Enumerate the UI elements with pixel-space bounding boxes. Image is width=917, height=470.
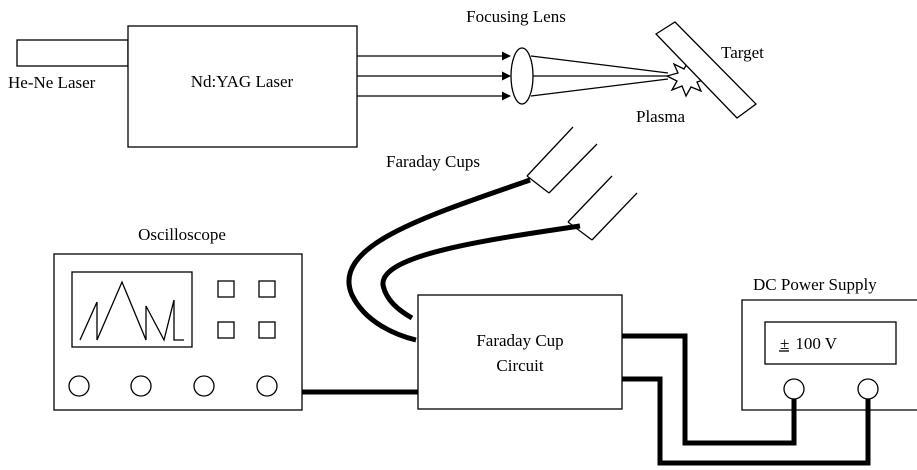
faraday-cup-upper [526, 126, 598, 194]
faraday-cup-cables [346, 177, 581, 343]
nd-yag-laser-label: Nd:YAG Laser [191, 72, 294, 91]
faraday-cups-label: Faraday Cups [386, 152, 480, 171]
faraday-cup-lower [567, 175, 638, 241]
power-cables [622, 333, 871, 466]
voltage-value: 100 V [795, 334, 837, 353]
dc-power-supply: DC Power Supply ±100 V [741, 275, 917, 411]
oscilloscope: Oscilloscope [53, 225, 303, 411]
power-terminal-2 [857, 378, 879, 400]
plasma-label: Plasma [636, 107, 686, 126]
focusing-lens: Focusing Lens [466, 7, 566, 105]
voltage-plus-minus: ± [780, 334, 789, 353]
laser-beams [357, 51, 669, 101]
faraday-cup-circuit-label-line1: Faraday Cup [476, 331, 563, 350]
oscilloscope-screen [71, 271, 193, 348]
faraday-cups: Faraday Cups [386, 126, 638, 241]
target-label: Target [721, 43, 764, 62]
focusing-lens-label: Focusing Lens [466, 7, 566, 26]
faraday-cup-circuit-label-line2: Circuit [496, 356, 543, 375]
oscilloscope-label: Oscilloscope [138, 225, 226, 244]
oscilloscope-buttons [217, 280, 276, 339]
oscilloscope-knobs [68, 375, 278, 397]
he-ne-laser-label: He-Ne Laser [8, 73, 96, 92]
faraday-cup-circuit: Faraday Cup Circuit [417, 294, 623, 410]
power-terminal-1 [783, 378, 805, 400]
voltage-display: ±100 V [780, 334, 838, 353]
nd-yag-laser: Nd:YAG Laser [127, 25, 358, 148]
dc-power-supply-label: DC Power Supply [753, 275, 877, 294]
target: Target [654, 21, 764, 119]
he-ne-laser: He-Ne Laser [8, 39, 129, 92]
